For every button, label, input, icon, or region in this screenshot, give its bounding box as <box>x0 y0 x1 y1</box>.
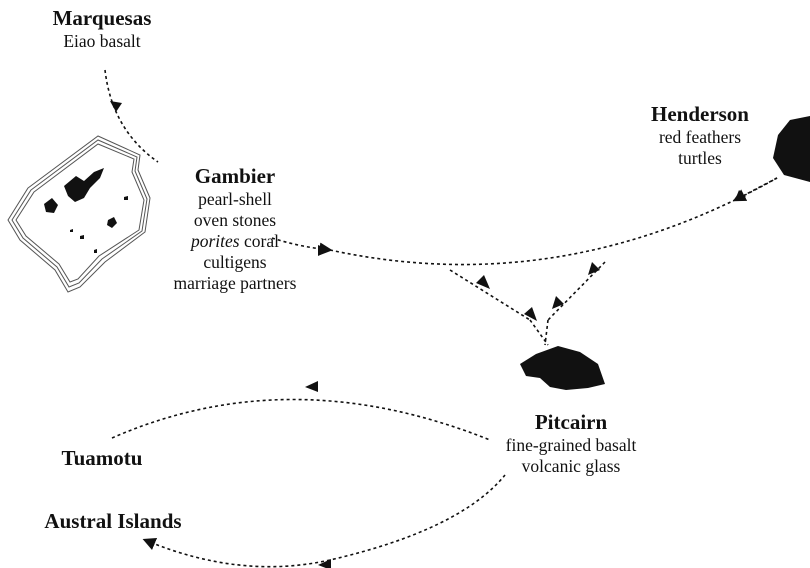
arrowhead-to-pitcairn-right <box>588 262 600 275</box>
label-pitcairn: Pitcairn fine-grained basalt volcanic gl… <box>476 410 666 477</box>
label-marquesas: Marquesas Eiao basalt <box>32 6 172 52</box>
label-austral: Austral Islands <box>18 509 208 534</box>
label-henderson: Henderson red feathers turtles <box>630 102 770 169</box>
label-gambier: Gambier pearl-shell oven stones porites … <box>135 164 335 294</box>
arrowhead-tuamotu <box>305 381 318 392</box>
gambier-item-3: porites coral <box>135 231 335 252</box>
arrowhead-to-pitcairn-left-2 <box>524 307 537 321</box>
gambier-island-map <box>7 135 151 293</box>
arrowhead-austral <box>318 559 331 568</box>
pitcairn-name: Pitcairn <box>534 410 608 434</box>
gambier-item-4: cultigens <box>203 252 267 273</box>
arrowhead-to-pitcairn-left <box>476 275 490 289</box>
gambier-west-islet <box>44 198 58 213</box>
route-tuamotu-to-pitcairn <box>111 398 491 441</box>
porites-word: porites <box>191 231 240 252</box>
henderson-item-2: turtles <box>678 148 722 169</box>
henderson-island-shape <box>773 116 810 182</box>
tuamotu-name: Tuamotu <box>61 446 143 470</box>
gambier-east-islet <box>107 217 117 228</box>
arrowhead-gambier-east <box>318 245 330 256</box>
gambier-reef-middle <box>11 139 148 288</box>
austral-name: Austral Islands <box>44 509 182 533</box>
pitcairn-item-1: fine-grained basalt <box>505 435 637 456</box>
route-converge-left <box>529 319 549 346</box>
henderson-name: Henderson <box>650 102 749 126</box>
route-gambier-to-henderson-2 <box>329 177 778 266</box>
label-tuamotu: Tuamotu <box>42 446 162 471</box>
gambier-item-5: marriage partners <box>173 273 297 294</box>
route-gambier-to-pitcairn <box>449 269 531 321</box>
route-converge-right <box>544 319 549 346</box>
arrowhead-henderson-end <box>735 190 746 200</box>
gambier-item-1: pearl-shell <box>198 189 272 210</box>
arrowhead-to-pitcairn-right-2 <box>552 296 564 309</box>
route-henderson-arrowhead <box>732 177 778 202</box>
arrowhead-marquesas <box>110 101 122 112</box>
gambier-item-2: oven stones <box>193 210 277 231</box>
gambier-name: Gambier <box>194 164 276 188</box>
gambier-reef-outer <box>7 135 151 293</box>
marquesas-name: Marquesas <box>52 6 152 30</box>
gambier-islet-small-1 <box>124 196 128 200</box>
marquesas-item-1: Eiao basalt <box>63 31 141 52</box>
pitcairn-island-shape <box>520 346 605 390</box>
henderson-item-1: red feathers <box>658 127 742 148</box>
gambier-main-island <box>64 168 104 202</box>
gambier-islet-small-4 <box>70 229 73 232</box>
porites-rest: coral <box>239 231 279 252</box>
pitcairn-item-2: volcanic glass <box>521 456 621 477</box>
gambier-islet-small-3 <box>94 249 97 253</box>
route-marquesas-to-gambier <box>104 69 159 163</box>
gambier-islet-small-2 <box>80 235 84 239</box>
gambier-reef-inner <box>15 143 145 283</box>
